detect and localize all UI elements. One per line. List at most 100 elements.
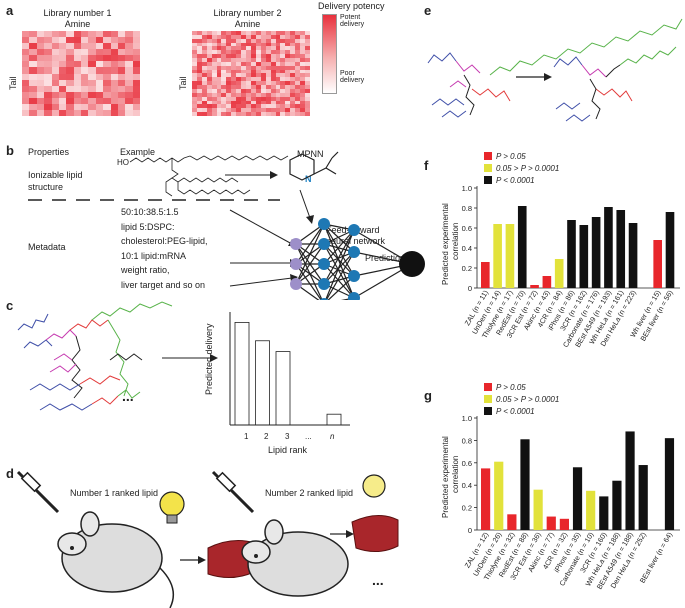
heatmap-cell — [196, 69, 202, 74]
heatmap-cell — [300, 46, 306, 51]
heatmap-cell — [265, 73, 271, 78]
heatmap-cell — [285, 61, 291, 66]
heatmap-cell — [51, 97, 59, 104]
heatmap-cell — [81, 43, 89, 50]
heatmap-cell — [290, 61, 296, 66]
heatmap-cell — [216, 50, 222, 55]
heatmap-cell — [260, 61, 266, 66]
heatmap-cell — [231, 88, 237, 93]
heatmap-cell — [290, 92, 296, 97]
heatmap-cell — [192, 46, 197, 51]
heatmap-cell — [73, 49, 81, 56]
heatmap-cell — [103, 31, 111, 38]
heatmap-cell — [221, 100, 227, 105]
heatmap-cell — [295, 96, 301, 101]
heatmap-cell — [250, 50, 256, 55]
heatmap-cell — [132, 103, 140, 110]
heatmap-cell — [231, 38, 237, 43]
correlation-bar — [628, 223, 638, 288]
heatmap-cell — [295, 92, 301, 97]
g-legend-item: P < 0.0001 — [484, 405, 559, 417]
heatmap-cell — [211, 112, 217, 116]
heatmap-cell — [305, 46, 310, 51]
heatmap-cell — [196, 85, 202, 89]
heatmap-cell — [95, 31, 104, 38]
heatmap-cell — [265, 88, 271, 93]
heatmap-cell — [250, 65, 256, 70]
heatmap-cell — [216, 96, 222, 101]
heatmap-cell — [270, 31, 276, 35]
heatmap-cell — [275, 46, 281, 51]
heatmap-cell — [260, 112, 266, 116]
heatmap-cell — [236, 46, 242, 51]
heatmap-cell — [110, 97, 118, 104]
heatmap-cell — [280, 34, 286, 39]
heatmap-cell — [241, 77, 247, 82]
heatmap-cell — [81, 49, 89, 56]
heatmap-cell — [265, 77, 271, 82]
heatmap-cell — [280, 73, 286, 78]
heatmap-cell — [295, 50, 301, 55]
heatmap-cell — [132, 85, 140, 92]
heatmap-cell — [250, 88, 256, 93]
heatmap-cell — [300, 31, 306, 35]
heatmap-cell — [285, 46, 291, 51]
heatmap-cell — [241, 81, 247, 86]
nn-edge — [323, 223, 355, 299]
heatmap-cell — [275, 96, 281, 101]
heatmap-cell — [51, 55, 59, 62]
heatmap-cell — [275, 108, 281, 113]
heatmap-cell — [305, 65, 310, 70]
d-ellipsis: ... — [372, 572, 384, 588]
heatmap-cell — [260, 65, 266, 70]
heatmap-cell — [29, 103, 37, 110]
heatmap-cell — [305, 58, 310, 62]
heatmap-cell — [290, 104, 296, 109]
heatmap-cell — [236, 69, 242, 74]
heatmap-cell — [231, 61, 237, 66]
heatmap-cell — [246, 88, 251, 93]
lib1-title: Library number 1 — [43, 8, 112, 18]
heatmap-cell — [236, 92, 242, 97]
heatmap-cell — [255, 112, 261, 116]
heatmap-cell — [22, 31, 30, 38]
heatmap-cell — [280, 65, 286, 70]
heatmap-cell — [95, 109, 104, 116]
heatmap-cell — [290, 85, 296, 89]
heatmap-cell — [295, 58, 301, 62]
heatmap-cell — [110, 85, 118, 92]
heatmap-cell — [73, 109, 81, 116]
heatmap-cell — [270, 50, 276, 55]
legend-high-label: Potent delivery — [340, 14, 365, 28]
heatmap-cell — [95, 85, 104, 92]
heatmap-cell — [201, 92, 207, 97]
ranked-bar — [275, 351, 291, 426]
heatmap-cell — [132, 37, 140, 44]
heatmap-cell — [192, 38, 197, 43]
heatmap-cell — [110, 43, 118, 50]
heatmap-cell — [285, 92, 291, 97]
heatmap-cell — [231, 65, 237, 70]
correlation-bar — [599, 496, 609, 530]
heatmap-cell — [241, 46, 247, 51]
heatmap-library-1 — [22, 31, 140, 116]
heatmap-cell — [295, 38, 301, 43]
heatmap-cell — [221, 38, 227, 43]
heatmap-cell — [265, 31, 271, 35]
heatmap-cell — [260, 92, 266, 97]
heatmap-cell — [265, 54, 271, 59]
heatmap-cell — [73, 31, 81, 38]
heatmap-cell — [81, 109, 89, 116]
heatmap-cell — [300, 50, 306, 55]
heatmap-cell — [265, 69, 271, 74]
correlation-bar — [520, 439, 530, 530]
heatmap-cell — [260, 100, 266, 105]
legend-title: Delivery potency — [318, 1, 385, 11]
heatmap-cell — [285, 81, 291, 86]
heatmap-cell — [270, 73, 276, 78]
heatmap-cell — [260, 46, 266, 51]
heatmap-cell — [231, 112, 237, 116]
heatmap-cell — [305, 54, 310, 59]
heatmap-cell — [73, 91, 81, 98]
heatmap-cell — [196, 88, 202, 93]
